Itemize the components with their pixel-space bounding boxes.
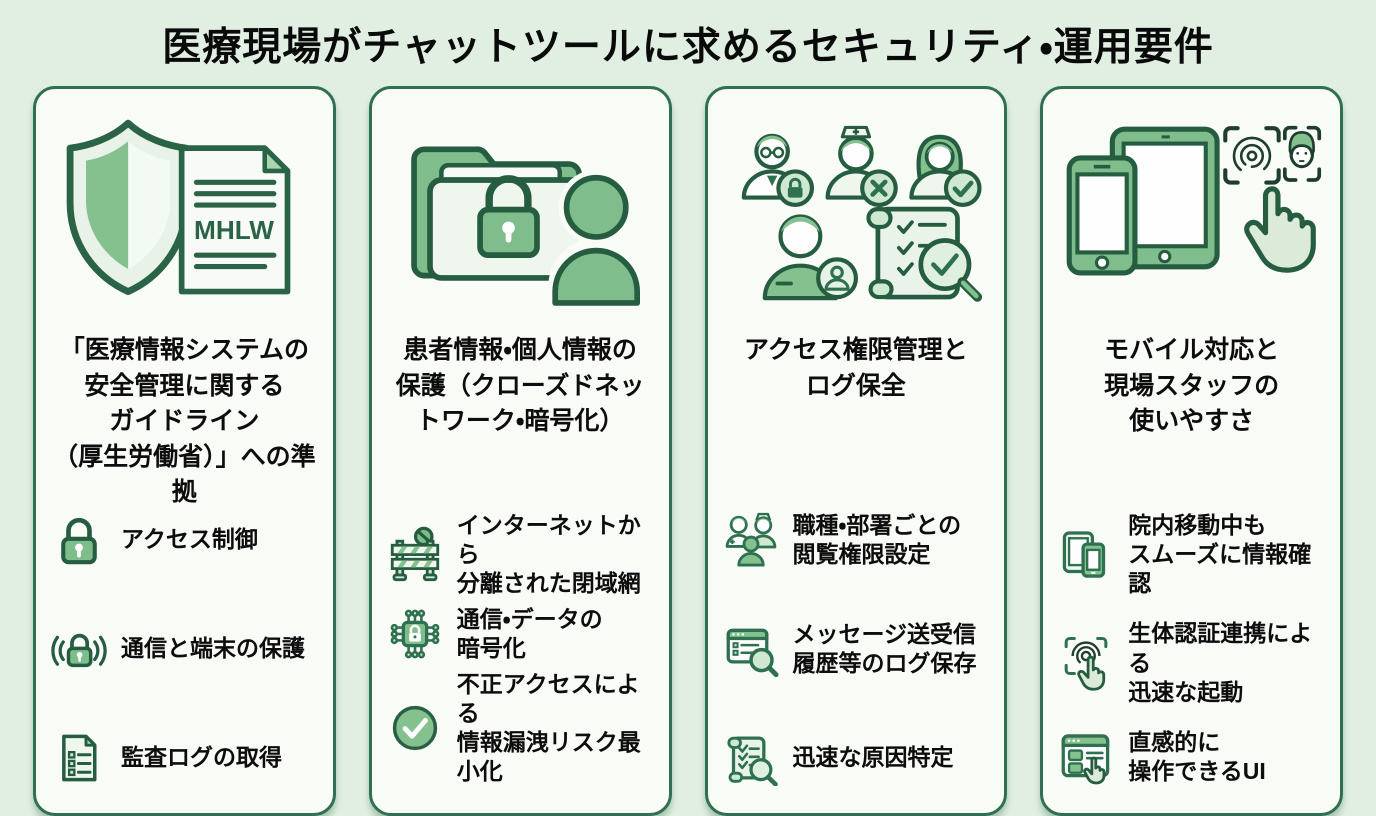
card-patient-data-protection: 患者情報・個人情報の 保護（クローズドネッ トワーク・暗号化） [368,86,672,816]
item-label: 直感的に 操作できるUI [1128,729,1266,785]
list-item: 生体認証連携による 迅速な起動 [1057,619,1326,707]
list-item: 院内移動中も スムーズに情報確認 [1057,511,1326,599]
devices-icon [1057,525,1115,583]
mobile-devices-biometrics-icon [1055,103,1328,319]
list-item: 不正アクセスによる 情報漏洩リスク最小化 [386,670,655,787]
list-item: 通信・データの 暗号化 [386,605,655,663]
card-access-permissions-log: アクセス権限管理と ログ保全 [704,86,1008,816]
list-item: アクセス制御 [50,511,319,569]
card-items: 院内移動中も スムーズに情報確認 [1055,511,1328,787]
biometric-touch-icon [1057,634,1115,692]
shield-mhlw-document-svg: MHLW [67,119,291,296]
list-item: 監査ログの取得 [50,729,319,787]
card-title: 患者情報・個人情報の 保護（クローズドネッ トワーク・暗号化） [395,336,645,435]
audit-log-icon [50,729,108,787]
chip-lock-icon [386,605,444,663]
card-items: 職種・部署ごとの 閲覧権限設定 [720,511,993,787]
card-title: モバイル対応と 現場スタッフの 使いやすさ [1104,336,1280,435]
ui-hand-icon [1057,728,1115,786]
item-label: 院内移動中も スムーズに情報確認 [1128,511,1312,596]
staff-pair-icon [722,511,780,569]
log-search-icon [722,620,780,678]
item-label: 通信と端末の保護 [121,634,305,661]
item-label: 監査ログの取得 [121,743,282,770]
item-label: 生体認証連携による 迅速な起動 [1128,620,1313,705]
list-item: 職種・部署ごとの 閲覧権限設定 [722,511,991,569]
shield-mhlw-document-icon: MHLW [48,103,321,319]
item-label: メッセージ送受信 履歴等のログ保存 [792,620,977,676]
card-guideline-compliance: MHLW 「医療情報システムの 安全管理に関する ガイドライン （厚生労働省）」… [33,86,336,816]
list-item: 迅速な原因特定 [722,729,991,787]
page-title: 医療現場がチャットツールに求めるセキュリティ・運用要件 [162,26,1214,69]
card-items: アクセス制御 [48,511,321,787]
card-title: アクセス権限管理と ログ保全 [743,336,968,400]
item-label: 職種・部署ごとの 閲覧権限設定 [792,511,962,567]
check-circle-icon [386,699,444,757]
staff-permissions-log-svg [741,125,983,302]
item-label: 迅速な原因特定 [792,743,954,770]
card-mobile-usability: モバイル対応と 現場スタッフの 使いやすさ 院内移動中も スムーズに情報確認 [1040,86,1343,816]
list-item: インターネットから 分離された閉域網 [386,511,655,599]
wireless-lock-icon [50,620,108,678]
item-label: 不正アクセスによる 情報漏洩リスク最小化 [456,670,641,785]
mhlw-label: MHLW [194,215,274,245]
item-label: アクセス制御 [121,525,258,552]
card-items: インターネットから 分離された閉域網 [384,511,657,787]
barrier-icon [386,525,444,583]
list-item: メッセージ送受信 履歴等のログ保存 [722,620,991,678]
mobile-devices-biometrics-svg [1066,125,1321,276]
item-label: 通信・データの 暗号化 [456,605,603,661]
locked-folder-person-icon [384,103,657,319]
lock-icon [50,511,108,569]
list-item: 通信と端末の保護 [50,620,319,678]
staff-permissions-log-icon [720,103,993,319]
scroll-search-icon [722,729,780,787]
infographic-page: { "page": { "title": "医療現場がチャットツールに求めるセキ… [0,16,1376,816]
card-title: 「医療情報システムの 安全管理に関する ガイドライン （厚生労働省）」への準拠 [53,336,316,506]
item-label: インターネットから 分離された閉域網 [456,511,641,596]
locked-folder-person-svg [411,146,645,307]
cards-container: MHLW 「医療情報システムの 安全管理に関する ガイドライン （厚生労働省）」… [0,86,1376,816]
list-item: 直感的に 操作できるUI [1057,728,1326,786]
